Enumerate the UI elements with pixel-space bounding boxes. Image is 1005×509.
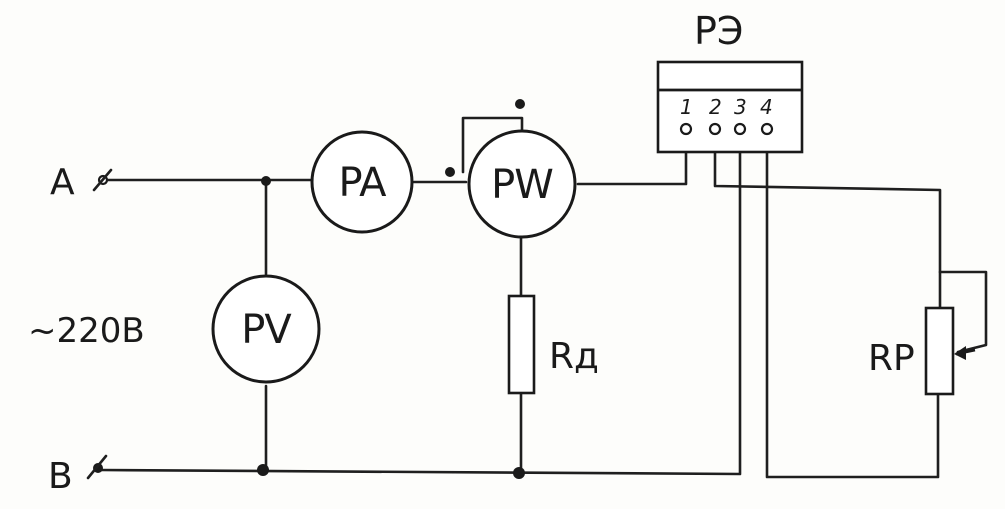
terminal-4-label: 4 bbox=[760, 95, 773, 119]
ammeter-pa: PA bbox=[310, 130, 414, 234]
wire-rp-slider-loop bbox=[938, 270, 988, 354]
energy-meter-terminal-3: 3 bbox=[733, 95, 747, 136]
terminal-1-label: 1 bbox=[680, 95, 693, 119]
junction-top-pv bbox=[261, 176, 271, 186]
junction-bottom-rd bbox=[513, 467, 525, 479]
energy-meter: РЭ 1 2 3 4 bbox=[656, 9, 804, 154]
wire-meter-4-to-rp bbox=[765, 132, 940, 479]
terminal-b: B bbox=[48, 454, 108, 497]
energy-meter-terminal-4: 4 bbox=[760, 95, 774, 136]
polarity-dot-voltage bbox=[515, 99, 525, 109]
resistor-rd: Rд bbox=[507, 294, 599, 395]
terminal-1-icon bbox=[679, 122, 693, 136]
terminal-3-icon bbox=[733, 122, 747, 136]
terminal-3-label: 3 bbox=[734, 95, 747, 119]
terminal-b-label: B bbox=[48, 456, 73, 497]
terminal-2-icon bbox=[708, 122, 722, 136]
energy-meter-terminal-2: 2 bbox=[708, 95, 722, 136]
wire-bottom-b-to-meter-3 bbox=[98, 132, 742, 476]
wire-meter-2-to-rp bbox=[713, 132, 942, 310]
wattmeter-circle bbox=[467, 129, 577, 239]
rheostat-rp: RP bbox=[868, 306, 976, 396]
voltmeter-label: PV bbox=[241, 307, 292, 353]
energy-meter-terminal-1: 1 bbox=[679, 95, 693, 136]
resistor-rd-body bbox=[507, 294, 536, 395]
terminal-a-label: A bbox=[50, 162, 75, 203]
wattmeter-pw: PW bbox=[467, 129, 577, 239]
energy-meter-label: РЭ bbox=[694, 9, 743, 53]
rheostat-arrowhead-icon bbox=[954, 346, 966, 360]
wires bbox=[98, 116, 988, 479]
junction-bottom-pv bbox=[257, 464, 269, 476]
ammeter-circle bbox=[310, 130, 414, 234]
rheostat-rp-body bbox=[924, 306, 955, 396]
terminal-2-label: 2 bbox=[709, 95, 722, 119]
resistor-rd-label: Rд bbox=[549, 336, 599, 377]
ammeter-label: PA bbox=[339, 160, 388, 206]
energy-meter-outer-box bbox=[656, 60, 804, 154]
rheostat-rp-label: RP bbox=[868, 338, 915, 379]
voltmeter-pv: PV bbox=[211, 274, 321, 384]
terminal-4-icon bbox=[760, 122, 774, 136]
wattmeter-label: PW bbox=[491, 162, 553, 208]
terminal-a: A bbox=[50, 162, 113, 203]
terminal-a-slash bbox=[92, 168, 113, 192]
voltmeter-circle bbox=[211, 274, 321, 384]
terminal-b-slash bbox=[86, 454, 108, 480]
supply-voltage-label: ~220В bbox=[28, 311, 145, 351]
junctions bbox=[257, 99, 525, 479]
polarity-dot-current bbox=[445, 167, 455, 177]
wire-pw-voltage-loop bbox=[461, 116, 524, 174]
